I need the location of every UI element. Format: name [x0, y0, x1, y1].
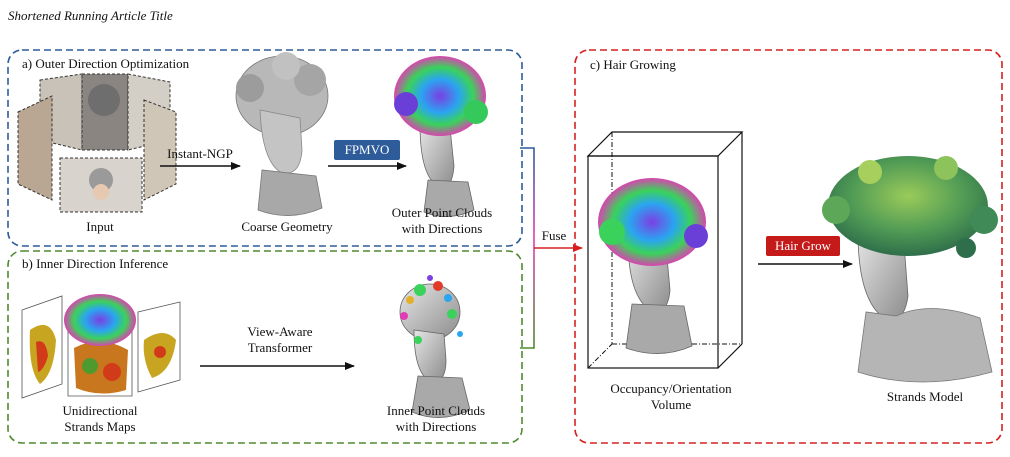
- panel-inner-title: b) Inner Direction Inference: [22, 256, 169, 271]
- panel-outer-title: a) Outer Direction Optimization: [22, 56, 190, 71]
- label-inner-clouds-2: with Directions: [395, 419, 477, 434]
- hair-grow-badge: Hair Grow: [766, 236, 840, 256]
- label-unidirectional-2: Strands Maps: [64, 419, 136, 434]
- label-instant-ngp: Instant-NGP: [167, 146, 233, 161]
- label-strands-model: Strands Model: [886, 389, 964, 404]
- label-coarse-geometry: Coarse Geometry: [241, 219, 333, 234]
- occupancy-volume: [586, 131, 744, 369]
- coarse-geometry-model: [235, 52, 329, 216]
- running-title: Shortened Running Article Title: [8, 8, 173, 23]
- label-volume-2: Volume: [650, 397, 692, 412]
- label-unidirectional-1: Unidirectional: [62, 403, 138, 418]
- label-fuse: Fuse: [541, 228, 567, 243]
- strands-maps: [21, 294, 181, 399]
- label-view-aware-2: Transformer: [247, 340, 313, 355]
- label-view-aware-1: View-Aware: [247, 324, 313, 339]
- panel-outer-frame: [7, 49, 523, 247]
- label-input: Input: [86, 219, 114, 234]
- strands-model-render: [822, 156, 998, 383]
- fpmvo-badge: FPMVO: [334, 140, 400, 160]
- input-views: [17, 73, 177, 213]
- label-inner-clouds-1: Inner Point Clouds: [386, 403, 486, 418]
- inner-point-cloud-model: [399, 275, 471, 418]
- outer-point-cloud-model: [394, 56, 488, 217]
- panel-growing-title: c) Hair Growing: [590, 57, 676, 72]
- panel-inner-frame: [7, 250, 523, 444]
- label-volume-1: Occupancy/Orientation: [610, 381, 732, 396]
- label-outer-clouds-2: with Directions: [401, 221, 483, 236]
- label-outer-clouds-1: Outer Point Clouds: [391, 205, 493, 220]
